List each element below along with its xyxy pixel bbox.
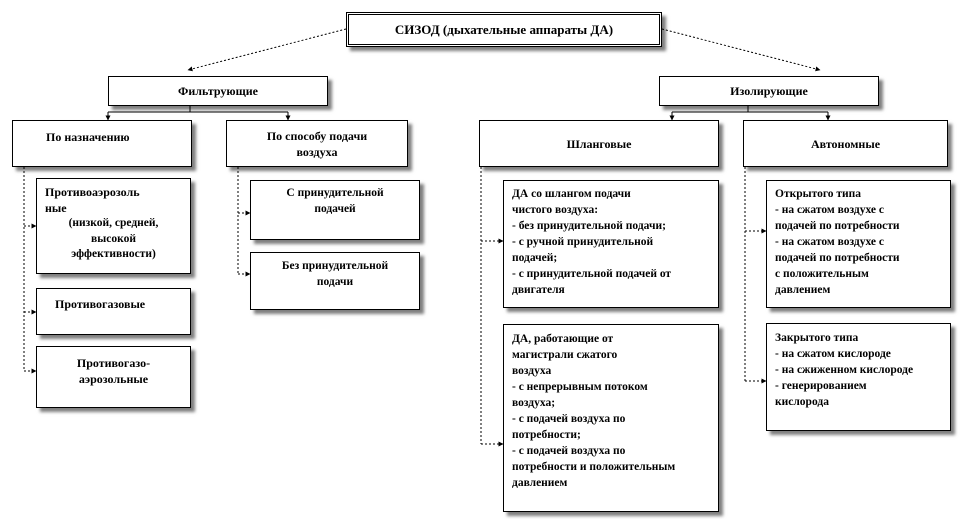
forced-line1: С принудительной — [286, 187, 384, 199]
compressed-line3: - с подачей воздуха по — [512, 413, 626, 425]
compressed-line5: - с подачей воздуха по — [512, 445, 626, 457]
node-open-type: Открытого типа - на сжатом воздухе с под… — [766, 180, 951, 308]
closed-type-title: Закрытого типа — [775, 332, 859, 344]
autonomous-label: Автономные — [810, 136, 881, 151]
gas-aerosol-line2: аэрозольные — [78, 372, 149, 386]
connector-root-isolating — [661, 28, 821, 72]
purpose-label: По назначению — [46, 130, 130, 144]
clean-air-line2: - с ручной принудительной — [512, 236, 654, 248]
unforced-line1: Без принудительной — [281, 260, 389, 272]
closed-type-line4: кислорода — [775, 396, 829, 408]
filtering-label: Фильтрующие — [178, 84, 258, 98]
root-node: СИЗОД (дыхательные аппараты ДА) — [346, 12, 662, 47]
open-type-line1: - на сжатом воздухе с — [775, 204, 884, 216]
clean-air-line5: двигателя — [512, 284, 565, 296]
gas-label: Противогазовые — [55, 297, 146, 311]
air-supply-label-line1: По способу подачи — [266, 128, 368, 143]
node-closed-type: Закрытого типа - на сжатом кислороде - н… — [766, 323, 951, 431]
compressed-title-line3: воздуха — [512, 365, 552, 377]
open-type-line4: подачей по потребности — [775, 252, 900, 264]
aerosol-detail-line2: высокой — [91, 232, 136, 245]
node-hose-clean-air: ДА со шлангом подачи чистого воздуха: - … — [503, 180, 719, 308]
clean-air-line1: - без принудительной подачи; — [512, 220, 666, 232]
node-autonomous: Автономные — [743, 120, 948, 167]
node-forced-supply: С принудительной подачей — [250, 180, 420, 240]
open-type-line2: подачей по потребности — [775, 220, 900, 232]
node-hose: Шланговые — [479, 120, 719, 167]
node-filtering: Фильтрующие — [108, 76, 328, 106]
root-label: СИЗОД (дыхательные аппараты ДА) — [394, 21, 614, 37]
compressed-line6: потребности и положительным — [512, 461, 676, 473]
closed-type-line1: - на сжатом кислороде — [775, 348, 891, 360]
compressed-title-line2: магистрали сжатого — [512, 349, 618, 361]
compressed-line7: давлением — [512, 477, 568, 489]
air-supply-label-line2: воздуха — [296, 144, 338, 159]
node-purpose: По назначению — [12, 120, 192, 167]
aerosol-title-line1: Противоаэрозоль — [45, 185, 140, 199]
open-type-line3: - на сжатом воздухе с — [775, 236, 884, 248]
node-aerosol: Противоаэрозоль ные (низкой, средней, вы… — [36, 178, 191, 274]
clean-air-line3: подачей; — [512, 252, 558, 264]
compressed-line1: - с непрерывным потоком — [512, 381, 648, 393]
open-type-line5: с положительным — [775, 268, 869, 280]
clean-air-line4: - с принудительной подачей от — [512, 268, 672, 280]
compressed-line4: потребности; — [512, 429, 581, 441]
gas-aerosol-line1: Противогазо- — [76, 356, 151, 370]
node-hose-compressed: ДА, работающие от магистрали сжатого воз… — [503, 324, 719, 512]
open-type-line6: давлением — [775, 284, 831, 296]
aerosol-title-line2: ные — [45, 200, 67, 215]
node-air-supply: По способу подачи воздуха — [226, 120, 408, 167]
clean-air-title-line2: чистого воздуха: — [512, 204, 599, 216]
aerosol-detail-line1: (низкой, средней, — [68, 217, 159, 229]
closed-type-line2: - на сжиженном кислороде — [775, 364, 914, 376]
hose-label: Шланговые — [566, 136, 632, 151]
clean-air-title-line1: ДА со шлангом подачи — [512, 188, 631, 200]
node-unforced-supply: Без принудительной подачи — [250, 252, 420, 310]
forced-line2: подачей — [314, 203, 356, 215]
node-gas: Противогазовые — [36, 288, 191, 335]
node-gas-aerosol: Противогазо- аэрозольные — [36, 346, 191, 408]
open-type-title: Открытого типа — [775, 188, 862, 200]
unforced-line2: подачи — [316, 276, 354, 288]
closed-type-line3: - генерированием — [775, 380, 867, 392]
aerosol-detail-line3: эффективности) — [71, 248, 156, 260]
isolating-label: Изолирующие — [730, 84, 808, 98]
connector-root-filtering — [187, 28, 347, 72]
compressed-title-line1: ДА, работающие от — [512, 333, 614, 345]
compressed-line2: воздуха; — [512, 397, 556, 409]
node-isolating: Изолирующие — [659, 76, 879, 106]
